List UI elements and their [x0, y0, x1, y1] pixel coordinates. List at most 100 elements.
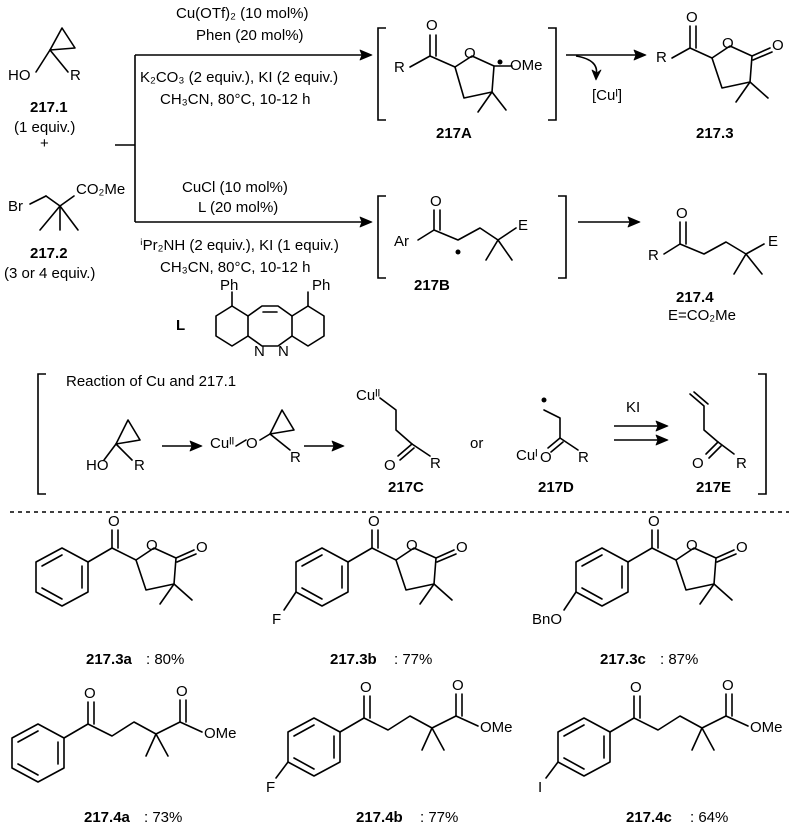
mech-o-217C: O [384, 457, 396, 474]
4b-ome: OMe [480, 719, 513, 736]
3b-o-carbonyl: O [368, 513, 380, 530]
top-cond-catalyst: Cu(OTf)₂ (10 mol%) [176, 5, 309, 22]
3a-o-carbonyl: O [108, 513, 120, 530]
label-217-3: 217.3 [696, 125, 734, 142]
ligand-L: L Ph Ph N N [176, 277, 330, 360]
label-217-4: 217.4 [676, 289, 714, 306]
radical-dot-217A [497, 59, 503, 65]
yield-217-4b: : 77% [420, 809, 458, 826]
id-217-3b: 217.3b [330, 651, 377, 668]
3b-o-ring: O [406, 537, 418, 554]
yield-217-3c: : 87% [660, 651, 698, 668]
cu-i-release: [Cuᴵ] [592, 87, 622, 104]
mech-o-217E: O [692, 455, 704, 472]
compound-label-217-2: 217.2 [30, 245, 68, 262]
plus-sign: + [40, 135, 49, 152]
top-cond-solvent: CH₃CN, 80°C, 10-12 h [160, 91, 311, 108]
arrow-217A-to-217-3: [Cuᴵ] [566, 49, 647, 104]
intermediate-217B: O Ar E 217B [377, 193, 567, 294]
bottom-cond-solvent: CH₃CN, 80°C, 10-12 h [160, 259, 311, 276]
top-cond-ligand: Phen (20 mol%) [196, 27, 304, 44]
example-217-3a: O O O 217.3a : 80% [35, 513, 208, 668]
id-217-4c: 217.4c [626, 809, 672, 826]
217-4-e: E [768, 233, 778, 250]
id-217-3c: 217.3c [600, 651, 646, 668]
3c-o-carbonyl: O [648, 513, 660, 530]
217A-carbonyl-o: O [426, 17, 438, 34]
217B-carbonyl-o: O [430, 193, 442, 210]
label-217E: 217E [696, 479, 731, 496]
equiv-217-1: (1 equiv.) [14, 119, 75, 136]
mech-o-1: O [246, 435, 258, 452]
top-cond-base: K₂CO₃ (2 equiv.), KI (2 equiv.) [140, 69, 338, 86]
yield-217-3b: : 77% [394, 651, 432, 668]
217B-ar: Ar [394, 233, 409, 250]
yield-217-3a: : 80% [146, 651, 184, 668]
217A-r: R [394, 59, 405, 76]
217-3-r: R [656, 49, 667, 66]
arrow-217B-to-217-4 [578, 216, 641, 228]
id-217-3a: 217.3a [86, 651, 133, 668]
bottom-cond-base: ⁱPr₂NH (2 equiv.), KI (1 equiv.) [140, 237, 339, 254]
4c-i: I [538, 779, 542, 796]
atom-ho: HO [8, 67, 31, 84]
cyclopropanol-217-1: HO R 217.1 (1 equiv.) + [8, 27, 81, 152]
4b-o-ketone: O [360, 679, 372, 696]
example-217-4c: I O O OMe 217.4c : 64% [538, 677, 783, 826]
label-217B: 217B [414, 277, 450, 294]
4a-o-ester: O [176, 683, 188, 700]
217A-ome: OMe [510, 57, 543, 74]
id-217-4a: 217.4a [84, 809, 131, 826]
217B-e: E [518, 217, 528, 234]
4c-ome: OMe [750, 719, 783, 736]
ligand-label: L [176, 317, 185, 334]
4a-o-ketone: O [84, 685, 96, 702]
product-217-3: O R O O 217.3 [656, 9, 784, 142]
radical-dot-217D [541, 397, 547, 403]
example-217-4a: O O OMe 217.4a : 73% [11, 683, 237, 826]
mech-cu-ii: Cuᴵᴵ [210, 435, 234, 452]
3a-o-ring: O [146, 537, 158, 554]
3a-o-lactone: O [196, 539, 208, 556]
id-217-4b: 217.4b [356, 809, 403, 826]
atom-r: R [70, 67, 81, 84]
3c-bno: BnO [532, 611, 562, 628]
3b-f: F [272, 611, 281, 628]
4b-f: F [266, 779, 275, 796]
4b-o-ester: O [452, 677, 464, 694]
label-217C: 217C [388, 479, 424, 496]
mech-r-2: R [290, 449, 301, 466]
mech-or: or [470, 435, 483, 452]
compound-label-217-1: 217.1 [30, 99, 68, 116]
217-4-carbonyl-o: O [676, 205, 688, 222]
ligand-n-right: N [278, 343, 289, 360]
mech-ki: KI [626, 399, 640, 416]
217-4-r: R [648, 247, 659, 264]
mech-r-217D: R [578, 449, 589, 466]
atom-br: Br [8, 198, 23, 215]
e-definition: E=CO₂Me [668, 307, 736, 324]
intermediate-217A: O R O OMe 217A [377, 17, 557, 142]
mech-cu-ii-217C: Cuᴵᴵ [356, 387, 380, 404]
ligand-n-left: N [254, 343, 265, 360]
mechanism-title: Reaction of Cu and 217.1 [66, 373, 236, 390]
mech-cu-i-217D: Cuᴵ [516, 447, 538, 464]
3b-o-lactone: O [456, 539, 468, 556]
bromoester-217-2: Br CO₂Me 217.2 (3 or 4 equiv.) [4, 181, 125, 282]
mechanism-box: Reaction of Cu and 217.1 HO R Cuᴵᴵ O R C… [37, 373, 767, 496]
yield-217-4c: : 64% [690, 809, 728, 826]
mech-r-217E: R [736, 455, 747, 472]
4c-o-ester: O [722, 677, 734, 694]
bottom-cond-catalyst: CuCl (10 mol%) [182, 179, 288, 196]
217-3-ring-o: O [722, 35, 734, 52]
branch-arrows [115, 49, 373, 228]
atom-co2me: CO₂Me [76, 181, 125, 198]
example-217-3c: BnO O O O 217.3c : 87% [532, 513, 748, 668]
4c-o-ketone: O [630, 679, 642, 696]
217-3-lactone-o: O [772, 37, 784, 54]
3c-o-lactone: O [736, 539, 748, 556]
yield-217-4a: : 73% [144, 809, 182, 826]
217A-ring-o: O [464, 45, 476, 62]
mech-r-1: R [134, 457, 145, 474]
